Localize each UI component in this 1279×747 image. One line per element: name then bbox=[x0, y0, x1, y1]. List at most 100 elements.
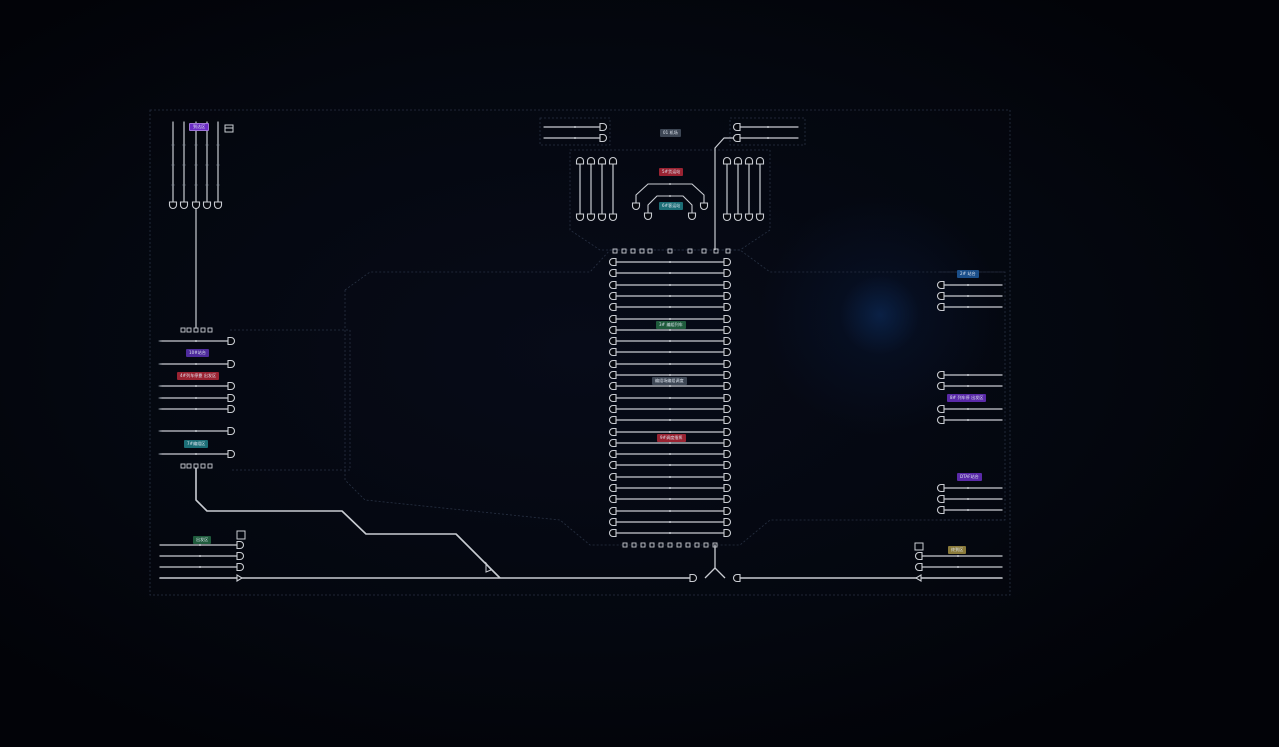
buffer-stop-marker bbox=[723, 404, 732, 414]
track-node bbox=[669, 183, 671, 185]
switch-box bbox=[631, 542, 637, 548]
buffer-stop-marker bbox=[236, 551, 245, 561]
buffer-stop-marker bbox=[936, 483, 945, 493]
buffer-stop-marker bbox=[608, 517, 617, 527]
buffer-stop-marker bbox=[168, 201, 178, 210]
buffer-stop-marker bbox=[575, 156, 585, 165]
track-node bbox=[574, 137, 576, 139]
zone-outlines bbox=[149, 109, 1011, 596]
buffer-stop-marker bbox=[914, 562, 923, 572]
track-node bbox=[669, 464, 671, 466]
track-node bbox=[669, 340, 671, 342]
buffer-stop-marker bbox=[227, 359, 236, 369]
buffer-stop-marker bbox=[723, 381, 732, 391]
buffer-stop-marker bbox=[608, 325, 617, 335]
buffer-stop-marker bbox=[608, 302, 617, 312]
buffer-stop-marker bbox=[608, 404, 617, 414]
buffer-stop-marker bbox=[608, 370, 617, 380]
buffer-stop-marker bbox=[599, 133, 608, 143]
buffer-stop-marker bbox=[608, 291, 617, 301]
buffer-stop-marker bbox=[936, 404, 945, 414]
buffer-stop-marker bbox=[213, 201, 223, 210]
buffer-stop-marker bbox=[755, 213, 765, 222]
track-node bbox=[669, 306, 671, 308]
buffer-stop-marker bbox=[608, 257, 617, 267]
buffer-stop-marker bbox=[608, 280, 617, 290]
track-segment bbox=[714, 137, 737, 250]
buffer-stop-marker bbox=[723, 347, 732, 357]
track-node bbox=[669, 408, 671, 410]
track-node bbox=[967, 306, 969, 308]
zone-main-top bbox=[344, 249, 1005, 291]
buffer-stop-marker bbox=[608, 438, 617, 448]
track-segment bbox=[195, 468, 501, 579]
zone-left bbox=[230, 329, 351, 471]
track-node bbox=[967, 374, 969, 376]
depot-icon bbox=[914, 542, 924, 551]
track-node bbox=[957, 566, 959, 568]
buffer-stop-marker bbox=[608, 472, 617, 482]
buffer-stop-marker bbox=[236, 562, 245, 572]
buffer-stop-marker bbox=[936, 415, 945, 425]
buffer-stop-marker bbox=[723, 449, 732, 459]
buffer-stop-marker bbox=[608, 268, 617, 278]
track-lines[interactable] bbox=[159, 121, 1003, 579]
signal-markers[interactable] bbox=[158, 122, 969, 583]
buffer-stop-marker bbox=[191, 201, 201, 210]
switch-box bbox=[701, 248, 707, 254]
buffer-stop-marker bbox=[744, 213, 754, 222]
buffer-stop-marker bbox=[597, 156, 607, 165]
buffer-stop-marker bbox=[227, 404, 236, 414]
switch-box bbox=[180, 463, 186, 469]
buffer-stop-marker bbox=[723, 291, 732, 301]
buffer-stop-marker bbox=[723, 517, 732, 527]
buffer-stop-marker bbox=[936, 280, 945, 290]
buffer-stop-marker bbox=[723, 506, 732, 516]
buffer-stop-marker bbox=[202, 201, 212, 210]
switch-box bbox=[186, 463, 192, 469]
label-left-bottom: 出发区 bbox=[193, 536, 212, 544]
track-node bbox=[967, 419, 969, 421]
label-left-3: 7#编组区 bbox=[184, 440, 209, 448]
switch-box bbox=[200, 463, 206, 469]
buffer-stop-marker bbox=[732, 122, 741, 132]
track-node bbox=[669, 329, 671, 331]
buffer-stop-marker bbox=[723, 336, 732, 346]
track-node bbox=[669, 363, 671, 365]
buffer-stop-marker bbox=[733, 156, 743, 165]
switch-box bbox=[667, 248, 673, 254]
track-node bbox=[669, 284, 671, 286]
buffer-stop-marker bbox=[936, 291, 945, 301]
track-node bbox=[195, 430, 197, 432]
track-node bbox=[195, 340, 197, 342]
track-node bbox=[669, 397, 671, 399]
track-node bbox=[669, 476, 671, 478]
track-node bbox=[669, 419, 671, 421]
buffer-stop-marker bbox=[608, 156, 618, 165]
switch-box bbox=[622, 542, 628, 548]
buffer-stop-marker bbox=[723, 483, 732, 493]
buffer-stop-marker bbox=[723, 280, 732, 290]
buffer-stop-marker bbox=[722, 156, 732, 165]
switch-box bbox=[676, 542, 682, 548]
track-node bbox=[767, 137, 769, 139]
track-node bbox=[967, 385, 969, 387]
buffer-stop-marker bbox=[179, 201, 189, 210]
switch-box bbox=[658, 542, 664, 548]
buffer-stop-marker bbox=[722, 213, 732, 222]
buffer-stop-marker bbox=[733, 213, 743, 222]
buffer-stop-marker bbox=[723, 494, 732, 504]
zone-top-center bbox=[569, 149, 771, 251]
track-node bbox=[767, 126, 769, 128]
buffer-stop-marker bbox=[936, 505, 945, 515]
track-node bbox=[967, 509, 969, 511]
switch-box bbox=[712, 542, 718, 548]
track-node bbox=[195, 363, 197, 365]
switch-box bbox=[180, 327, 186, 333]
label-right-gold: 终到区 bbox=[948, 546, 967, 554]
track-node bbox=[669, 487, 671, 489]
zone-main-bottom bbox=[344, 290, 1005, 546]
buffer-stop-marker bbox=[723, 268, 732, 278]
